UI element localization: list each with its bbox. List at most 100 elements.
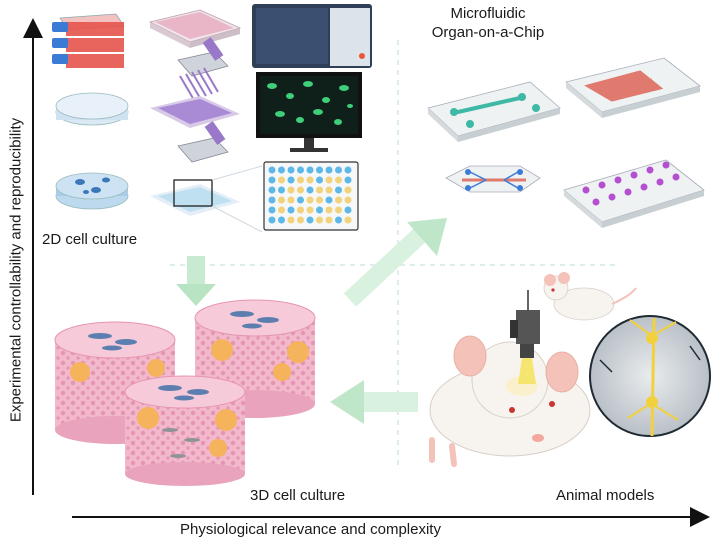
well <box>297 186 304 194</box>
chip-well <box>614 176 622 184</box>
label-2d-cell-culture: 2D cell culture <box>42 231 138 248</box>
multichannel-pipette-icon <box>150 37 240 128</box>
well <box>316 166 323 174</box>
scaffold-front <box>124 375 246 486</box>
chip-well <box>640 183 648 191</box>
well <box>306 196 314 204</box>
arrow-animal-to-3d <box>330 380 418 424</box>
well <box>287 166 295 174</box>
well <box>278 186 285 194</box>
miniscope-icon <box>510 290 540 384</box>
well <box>344 206 352 214</box>
well <box>316 196 323 204</box>
chip-well <box>608 193 616 201</box>
well-plate-zoom-icon <box>263 161 359 231</box>
well <box>297 166 304 174</box>
well <box>306 186 314 194</box>
well <box>335 176 342 184</box>
well <box>335 196 342 204</box>
chip-blue <box>445 165 541 193</box>
well <box>268 166 276 174</box>
well <box>335 206 342 214</box>
well <box>268 186 276 194</box>
well <box>344 186 352 194</box>
neuron-icon <box>589 315 711 437</box>
well <box>316 206 323 214</box>
chip-well <box>624 188 632 196</box>
well <box>335 216 342 224</box>
chip-well <box>582 186 590 194</box>
well <box>278 206 285 214</box>
well <box>287 186 295 194</box>
well <box>306 206 314 214</box>
cell-culture-flask-icon <box>52 13 125 68</box>
chip-well <box>662 161 670 169</box>
flow-arrows <box>176 218 447 424</box>
well <box>297 196 304 204</box>
well <box>268 206 276 214</box>
well <box>335 186 342 194</box>
x-axis-label: Physiological relevance and complexity <box>180 521 441 538</box>
well <box>278 196 285 204</box>
well <box>325 166 333 174</box>
large-mouse <box>429 335 591 467</box>
well <box>278 176 285 184</box>
well <box>325 216 333 224</box>
well <box>335 166 342 174</box>
well <box>287 196 295 204</box>
well <box>316 216 323 224</box>
well <box>287 216 295 224</box>
well <box>278 166 285 174</box>
chip-well <box>592 198 600 206</box>
well <box>325 206 333 214</box>
axes <box>23 18 710 527</box>
tissue-scaffold-icon <box>54 299 316 486</box>
well <box>325 186 333 194</box>
small-mouse <box>543 272 637 321</box>
well <box>325 196 333 204</box>
petri-dish-icon <box>55 92 129 126</box>
well <box>268 176 276 184</box>
well <box>316 176 323 184</box>
microfluidic-title: Microfluidic Organ-on-a-Chip <box>418 4 558 42</box>
label-3d-cell-culture: 3D cell culture <box>250 487 346 504</box>
well <box>344 166 352 174</box>
well <box>306 216 314 224</box>
well <box>316 186 323 194</box>
microscope-monitor-icon <box>256 72 362 152</box>
chip-red <box>565 57 701 118</box>
y-axis-label: Experimental controllability and reprodu… <box>7 117 25 423</box>
microfluidic-title-line2: Organ-on-a-Chip <box>431 24 545 41</box>
well <box>306 166 314 174</box>
well-plate-icon <box>148 9 242 48</box>
chip-teal <box>427 81 561 142</box>
well <box>287 176 295 184</box>
well <box>268 216 276 224</box>
arrow-3d-to-chip <box>343 218 447 307</box>
well <box>344 196 352 204</box>
well <box>344 176 352 184</box>
chip-purple <box>563 159 705 228</box>
chip-well <box>672 173 680 181</box>
scaffold-right <box>194 299 316 418</box>
well <box>268 196 276 204</box>
well <box>306 176 314 184</box>
well <box>297 176 304 184</box>
plate-reader-icon <box>252 4 372 68</box>
arrow-2d-to-3d <box>176 256 216 306</box>
chip-well <box>630 171 638 179</box>
label-animal-models: Animal models <box>556 487 655 504</box>
microfluidic-title-line1: Microfluidic <box>450 5 526 22</box>
well <box>344 216 352 224</box>
well <box>325 176 333 184</box>
chip-well <box>598 181 606 189</box>
petri-dish-cells-icon <box>55 172 129 210</box>
well <box>297 206 304 214</box>
chip-well <box>646 166 654 174</box>
well <box>278 216 285 224</box>
organ-chip-icon <box>427 57 705 228</box>
well <box>297 216 304 224</box>
chip-well <box>656 178 664 186</box>
